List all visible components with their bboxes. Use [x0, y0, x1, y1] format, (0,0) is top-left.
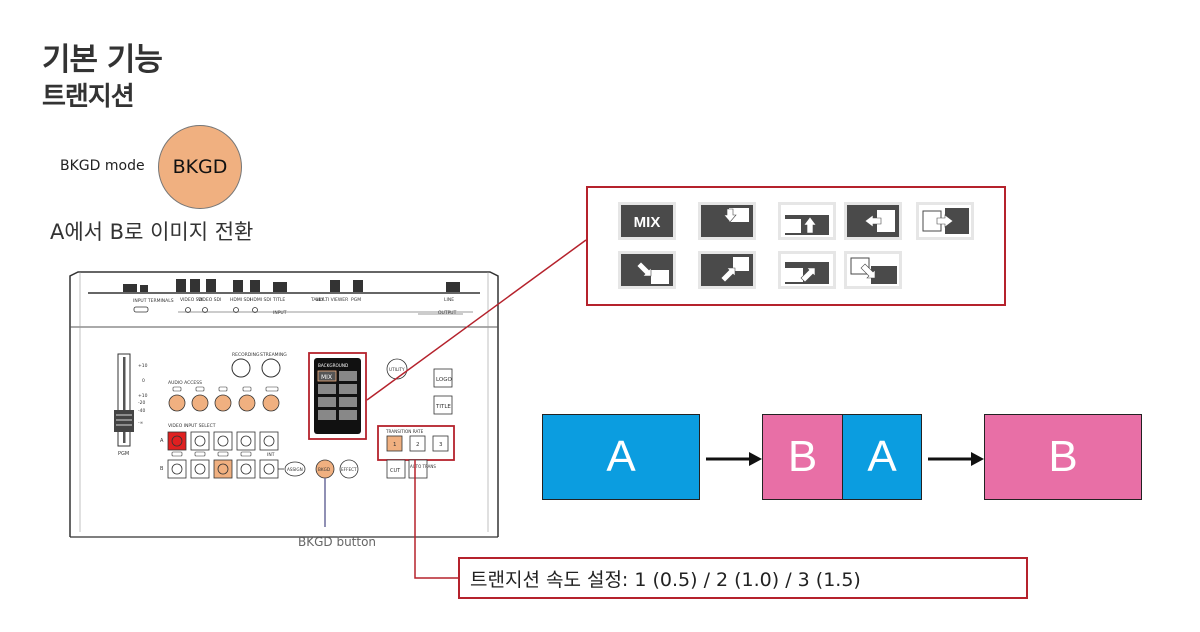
- arrow-down-icon: [723, 208, 737, 223]
- terminal-label: MULTI VIEWER: [316, 297, 348, 303]
- bkgd-mode-button[interactable]: BKGD: [158, 125, 242, 209]
- input-b-button[interactable]: [236, 459, 256, 479]
- page-subtitle: 트랜지션: [42, 82, 135, 112]
- title-button-label: TITLE: [435, 404, 451, 410]
- assign-button[interactable]: [284, 461, 306, 477]
- terminal-label: LINE: [444, 297, 454, 303]
- arrow-up-icon: [803, 216, 817, 234]
- terminal-label: VIDEO SDI: [180, 297, 203, 303]
- terminal-label: TITLE: [272, 297, 285, 303]
- flow-box-a-right: A: [842, 414, 922, 500]
- streaming-button[interactable]: [261, 358, 281, 378]
- flow-box-b: B: [984, 414, 1142, 500]
- row-b-label: B: [160, 466, 164, 472]
- terminal-label: PGM: [351, 297, 361, 303]
- output-section-label: OUTPUT: [438, 310, 457, 316]
- pattern-wipe-right[interactable]: [916, 202, 974, 240]
- bkgd-mode-label: BKGD mode: [60, 158, 145, 174]
- pattern-wipe-down[interactable]: [698, 202, 756, 240]
- cut-button[interactable]: [386, 459, 406, 479]
- fader-scale: +10: [138, 393, 148, 399]
- pattern-diag-down[interactable]: [618, 251, 676, 289]
- bkgd-button-caption: BKGD button: [298, 535, 377, 549]
- input-section-label: INPUT: [273, 310, 287, 316]
- transition-rate-note: 트랜지션 속도 설정: 1 (0.5) / 2 (1.0) / 3 (1.5): [458, 557, 1028, 599]
- audio-button[interactable]: [214, 394, 232, 412]
- audio-button[interactable]: [168, 394, 186, 412]
- pattern-diag-down-b[interactable]: [844, 251, 902, 289]
- rate-button-1[interactable]: [386, 435, 403, 452]
- terminal-label: TALLY: [310, 297, 324, 303]
- auto-trans-label: AUTO TRANS: [410, 464, 436, 469]
- bkgd-small-label: BKGD: [318, 467, 330, 472]
- fader-scale: -40: [138, 408, 145, 414]
- input-a-button[interactable]: [190, 431, 210, 451]
- audio-button[interactable]: [191, 394, 209, 412]
- audio-access-label: AUDIO ACCESS: [168, 380, 202, 386]
- arrow-diagonal-icon: [860, 263, 876, 279]
- pattern-mix[interactable]: MIX: [618, 202, 676, 240]
- arrow-right-icon: [936, 214, 954, 228]
- rate-button-label: 2: [416, 442, 420, 448]
- arrow-left-icon: [864, 214, 882, 228]
- switcher-device: INPUT TERMINALS VIDEO SDI VIDEO SDI HDMI…: [69, 271, 499, 538]
- input-b-button[interactable]: [190, 459, 210, 479]
- assign-label: ASSIGN: [287, 467, 303, 472]
- pattern-mix-label: MIX: [634, 214, 661, 231]
- video-input-select-label: VIDEO INPUT SELECT: [168, 423, 216, 429]
- auto-trans-button[interactable]: [408, 459, 428, 479]
- terminal-label: VIDEO SDI: [198, 297, 221, 303]
- flow-box-a: A: [542, 414, 700, 500]
- bkgd-mode-description: A에서 B로 이미지 전환: [50, 220, 254, 244]
- page-title: 기본 기능: [42, 42, 163, 78]
- row-a-label: A: [160, 438, 164, 444]
- input-b-button[interactable]: [259, 459, 279, 479]
- fader-scale: 0: [142, 378, 145, 384]
- recording-label: RECORDING: [232, 352, 260, 358]
- input-a-button[interactable]: [259, 431, 279, 451]
- input-b-button[interactable]: [167, 459, 187, 479]
- fader-scale: -20: [138, 400, 145, 406]
- effect-label: EFFECT: [341, 467, 357, 472]
- cut-label: CUT: [390, 468, 401, 474]
- utility-label: UTILITY: [389, 367, 405, 372]
- transition-rate-label: TRANSITION RATE: [385, 429, 424, 434]
- transition-pattern-panel: MIX: [586, 186, 1006, 306]
- arrow-diagonal-up-icon: [800, 267, 816, 283]
- flow-box-b-left: B: [762, 414, 842, 500]
- pattern-wipe-up[interactable]: [778, 202, 836, 240]
- background-label: BACKGROUND: [318, 363, 348, 368]
- rate-button-3[interactable]: [432, 435, 449, 452]
- streaming-label: STREAMING: [260, 352, 287, 358]
- pattern-diag-up[interactable]: [698, 251, 756, 289]
- audio-button[interactable]: [262, 394, 280, 412]
- fader-scale: -∞: [138, 421, 144, 426]
- fader-scale: +10: [138, 363, 148, 369]
- int-label: INT: [267, 452, 275, 458]
- arrow-diagonal-up-icon: [720, 267, 736, 283]
- pgm-label: PGM: [118, 451, 129, 457]
- pattern-diag-up-b[interactable]: [778, 251, 836, 289]
- arrow-diagonal-icon: [636, 261, 652, 277]
- rate-button-label: 1: [393, 442, 397, 448]
- input-b-button[interactable]: [213, 459, 233, 479]
- lcd-screen: [314, 358, 361, 434]
- recording-button[interactable]: [231, 358, 251, 378]
- pattern-wipe-left[interactable]: [844, 202, 902, 240]
- input-a-button[interactable]: [213, 431, 233, 451]
- rate-button-2[interactable]: [409, 435, 426, 452]
- lcd-mix-label: MIX: [321, 374, 332, 381]
- terminal-label: INPUT TERMINALS: [133, 298, 174, 304]
- effect-button[interactable]: [339, 459, 359, 479]
- terminal-label: HDMI SDI: [250, 297, 271, 303]
- rate-button-label: 3: [439, 442, 443, 448]
- logo-label: LOGO: [436, 377, 452, 383]
- audio-button[interactable]: [238, 394, 256, 412]
- input-a-button[interactable]: [236, 431, 256, 451]
- terminal-label: HDMI SDI: [230, 297, 251, 303]
- input-a-button[interactable]: [167, 431, 187, 451]
